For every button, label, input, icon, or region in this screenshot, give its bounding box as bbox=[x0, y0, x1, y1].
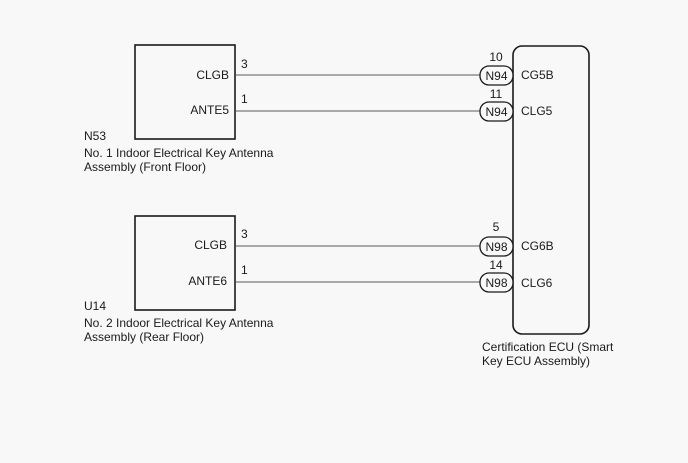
connector-n94-b-label: N94 bbox=[485, 105, 507, 119]
n53-pin-label-ante5: ANTE5 bbox=[190, 103, 229, 117]
u14-pin-label-clgb: CLGB bbox=[194, 238, 227, 252]
u14-pin-number-3: 3 bbox=[241, 227, 248, 241]
ecu-pin-label-clg5: CLG5 bbox=[521, 104, 553, 118]
u14-antenna-box bbox=[134, 215, 236, 311]
connector-n94-b bbox=[479, 101, 514, 122]
n53-code: N53 bbox=[84, 129, 106, 143]
n53-name-line2: Assembly (Front Floor) bbox=[84, 160, 206, 174]
connector-n98-a bbox=[479, 236, 514, 257]
u14-code: U14 bbox=[84, 299, 106, 313]
n53-pin-label-clgb: CLGB bbox=[196, 68, 229, 82]
connector-n98-b bbox=[479, 272, 514, 293]
connector-n94-a-label: N94 bbox=[485, 69, 507, 83]
u14-name-line2: Assembly (Rear Floor) bbox=[84, 330, 204, 344]
ecu-pin-number-14: 14 bbox=[489, 258, 503, 272]
connector-n98-a-label: N98 bbox=[485, 240, 507, 254]
u14-pin-number-1: 1 bbox=[241, 263, 248, 277]
n53-antenna-box bbox=[134, 44, 236, 140]
ecu-pin-label-cg6b: CG6B bbox=[521, 239, 554, 253]
n53-name-line1: No. 1 Indoor Electrical Key Antenna bbox=[84, 146, 274, 160]
ecu-pin-label-clg6: CLG6 bbox=[521, 276, 553, 290]
u14-name-line1: No. 2 Indoor Electrical Key Antenna bbox=[84, 316, 274, 330]
ecu-name-line2: Key ECU Assembly) bbox=[482, 354, 590, 368]
n53-pin-number-3: 3 bbox=[241, 57, 248, 71]
ecu-pin-number-5: 5 bbox=[493, 220, 500, 234]
n53-pin-number-1: 1 bbox=[241, 92, 248, 106]
u14-pin-label-ante6: ANTE6 bbox=[188, 274, 227, 288]
ecu-pin-label-cg5b: CG5B bbox=[521, 68, 554, 82]
ecu-box bbox=[512, 45, 590, 335]
connector-n98-b-label: N98 bbox=[485, 276, 507, 290]
ecu-pin-number-11: 11 bbox=[490, 87, 503, 101]
ecu-pin-number-10: 10 bbox=[489, 50, 503, 64]
ecu-name-line1: Certification ECU (Smart bbox=[482, 340, 614, 354]
connector-n94-a bbox=[479, 65, 514, 86]
